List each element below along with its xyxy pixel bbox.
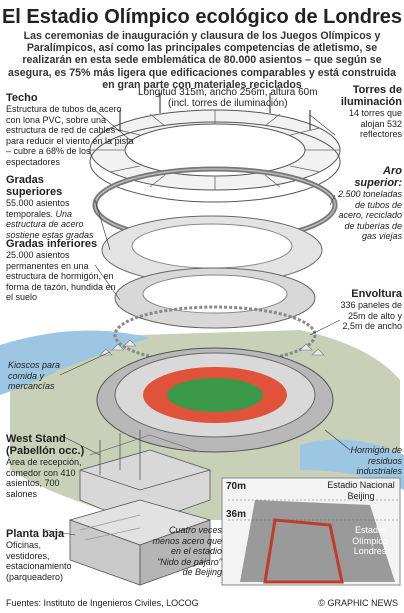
- lower-stands-title: Gradas inferiores: [6, 238, 98, 250]
- sources: Fuentes: Instituto de Ingenieros Civiles…: [6, 598, 199, 608]
- label-70m: 70m: [226, 481, 247, 492]
- intro-text: Las ceremonias de inauguración y clausur…: [7, 30, 397, 91]
- ring-title: Aro superior:: [354, 165, 402, 189]
- upper-stands-note: Una estructura de acero sostiene estas g…: [6, 208, 94, 240]
- comparison-caption: Cuatro veces menos acero que en el estad…: [152, 525, 222, 577]
- upper-stands-label: Gradas superiores 55.000 asientos tempor…: [6, 174, 101, 240]
- west-stand-label: West Stand (Pabellón occ.) Área de recep…: [6, 433, 86, 499]
- dimensions: Longitud 315m, ancho 256m, altura 60m (i…: [138, 87, 318, 109]
- west-stand-text: Área de recepción, comedor con 410 asien…: [6, 457, 82, 499]
- beijing-label: Estadio Nacional Beijing: [327, 480, 395, 501]
- credit: © GRAPHIC NEWS: [318, 598, 398, 608]
- envelope: [113, 305, 317, 365]
- river-2: [300, 439, 404, 490]
- river: [0, 330, 150, 395]
- envelope-title: Envoltura: [351, 288, 402, 300]
- upper-stands-title: Gradas superiores: [6, 174, 63, 198]
- ground-floor-label: Planta baja Oficinas, vestidores, estaci…: [6, 528, 81, 582]
- envelope-text: 336 paneles de 25m de alto y 2,5m de anc…: [340, 300, 402, 331]
- roof-text: Estructura de tubos de acero con lona PV…: [6, 104, 134, 167]
- lower-stands-text: 25.000 asientos permanentes en una estru…: [6, 250, 116, 302]
- page-title: El Estadio Olímpico ecológico de Londres: [1, 6, 403, 28]
- lower-stands-label: Gradas inferiores 25.000 asientos perman…: [6, 238, 116, 303]
- ground-floor-text: Oficinas, vestidores, estacionamiento (p…: [6, 540, 72, 582]
- west-stand-title: West Stand (Pabellón occ.): [6, 433, 85, 457]
- kiosks-text: Kioscos para comida y mercancías: [8, 360, 61, 391]
- london-silhouette: [263, 518, 344, 584]
- towers-text: 14 torres que alojan 532 reflectores: [348, 108, 402, 139]
- field: [167, 378, 263, 412]
- upper-stands-text: 55.000 asientos temporales.: [6, 198, 70, 219]
- dimensions-line1: Longitud 315m, ancho 256m, altura 60m: [138, 87, 318, 98]
- west-stand-building: [79, 430, 211, 526]
- leader-lines: [44, 109, 351, 536]
- roof-ribs: [90, 110, 340, 190]
- lighting-towers: [119, 93, 311, 130]
- label-36m: 36m: [226, 509, 247, 520]
- envelope-label: Envoltura 336 paneles de 25m de alto y 2…: [335, 288, 402, 332]
- london-label: Estadio Olímpico Londres: [352, 525, 388, 556]
- ground-floor-block: [68, 499, 212, 586]
- dimensions-line2: (incl. torres de iluminación): [168, 98, 288, 109]
- ground-floor-title: Planta baja: [6, 528, 65, 540]
- kiosk-tents: [99, 339, 325, 356]
- kiosks-label: Kioscos para comida y mercancías: [8, 360, 78, 392]
- ring-text: 2.500 toneladas de tubos de acero, recic…: [337, 189, 402, 241]
- ring-label: Aro superior: 2.500 toneladas de tubos d…: [336, 165, 402, 242]
- towers-label: Torres de iluminación 14 torres que aloj…: [334, 84, 402, 140]
- roof-title: Techo: [6, 92, 38, 104]
- concrete-text: Hormigón de residuos industriales: [350, 445, 402, 476]
- towers-title: Torres de iluminación: [340, 84, 402, 108]
- concrete-label: Hormigón de residuos industriales: [326, 445, 402, 477]
- roof-label: Techo Estructura de tubos de acero con l…: [6, 92, 134, 167]
